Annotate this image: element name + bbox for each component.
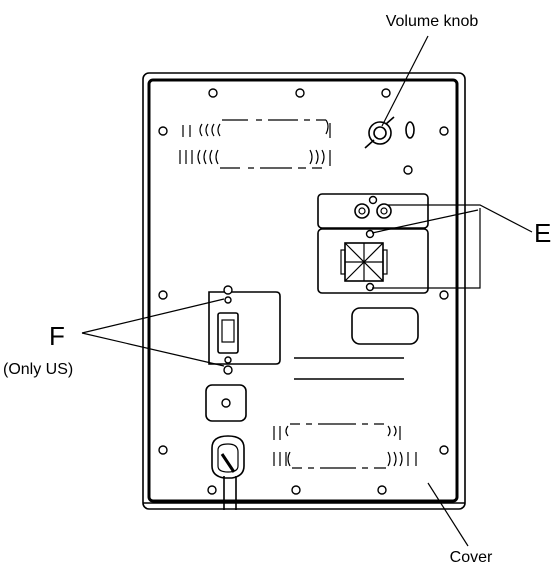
screw-hole [208, 88, 218, 98]
screw-hole [439, 126, 449, 136]
terminal-plate [317, 228, 429, 294]
power-switch[interactable] [217, 312, 239, 354]
leader-lines-e [371, 204, 533, 289]
screw-hole [377, 485, 387, 495]
cover-label: Cover [450, 549, 493, 566]
screw-f2 [223, 365, 233, 375]
screw-hole [439, 445, 449, 455]
screw-e1 [368, 195, 378, 205]
volume-knob-label: Volume knob [386, 13, 479, 30]
screw-hole [381, 88, 391, 98]
screw-e2 [365, 229, 375, 239]
screw-f1b [224, 296, 232, 304]
screw-hole [158, 126, 168, 136]
power-switch-plate-f [208, 285, 281, 375]
leader-line-volume-knob [381, 35, 429, 127]
screw-hole [403, 165, 413, 175]
screw-hole [295, 88, 305, 98]
screw-hole [158, 445, 168, 455]
panel-rule-lines [294, 357, 404, 380]
screw-hole [207, 485, 217, 495]
leader-lines-f [81, 298, 225, 367]
screw-f2b [224, 356, 232, 364]
leader-line-cover [427, 482, 469, 547]
power-cord [211, 435, 245, 510]
screw-hole [439, 290, 449, 300]
screw-f1 [223, 285, 233, 295]
screw-e3 [365, 282, 375, 292]
jack-right[interactable] [376, 203, 392, 219]
panel-screw-holes [158, 88, 449, 495]
blank-plate [351, 307, 419, 345]
lower-vent [273, 423, 417, 469]
upper-vent [179, 119, 331, 169]
screw-hole [291, 485, 301, 495]
jack-left[interactable] [354, 203, 370, 219]
only-us-label: (Only US) [3, 361, 73, 378]
label-f: F [49, 321, 65, 351]
screw-hole [158, 290, 168, 300]
rear-panel-cover [142, 72, 466, 510]
fuse-holder [205, 384, 247, 422]
jack-plate [317, 193, 429, 229]
label-e: E [534, 218, 551, 248]
volume-knob[interactable] [364, 116, 395, 149]
knob-slot [405, 121, 415, 139]
connector-block-e [317, 193, 429, 294]
